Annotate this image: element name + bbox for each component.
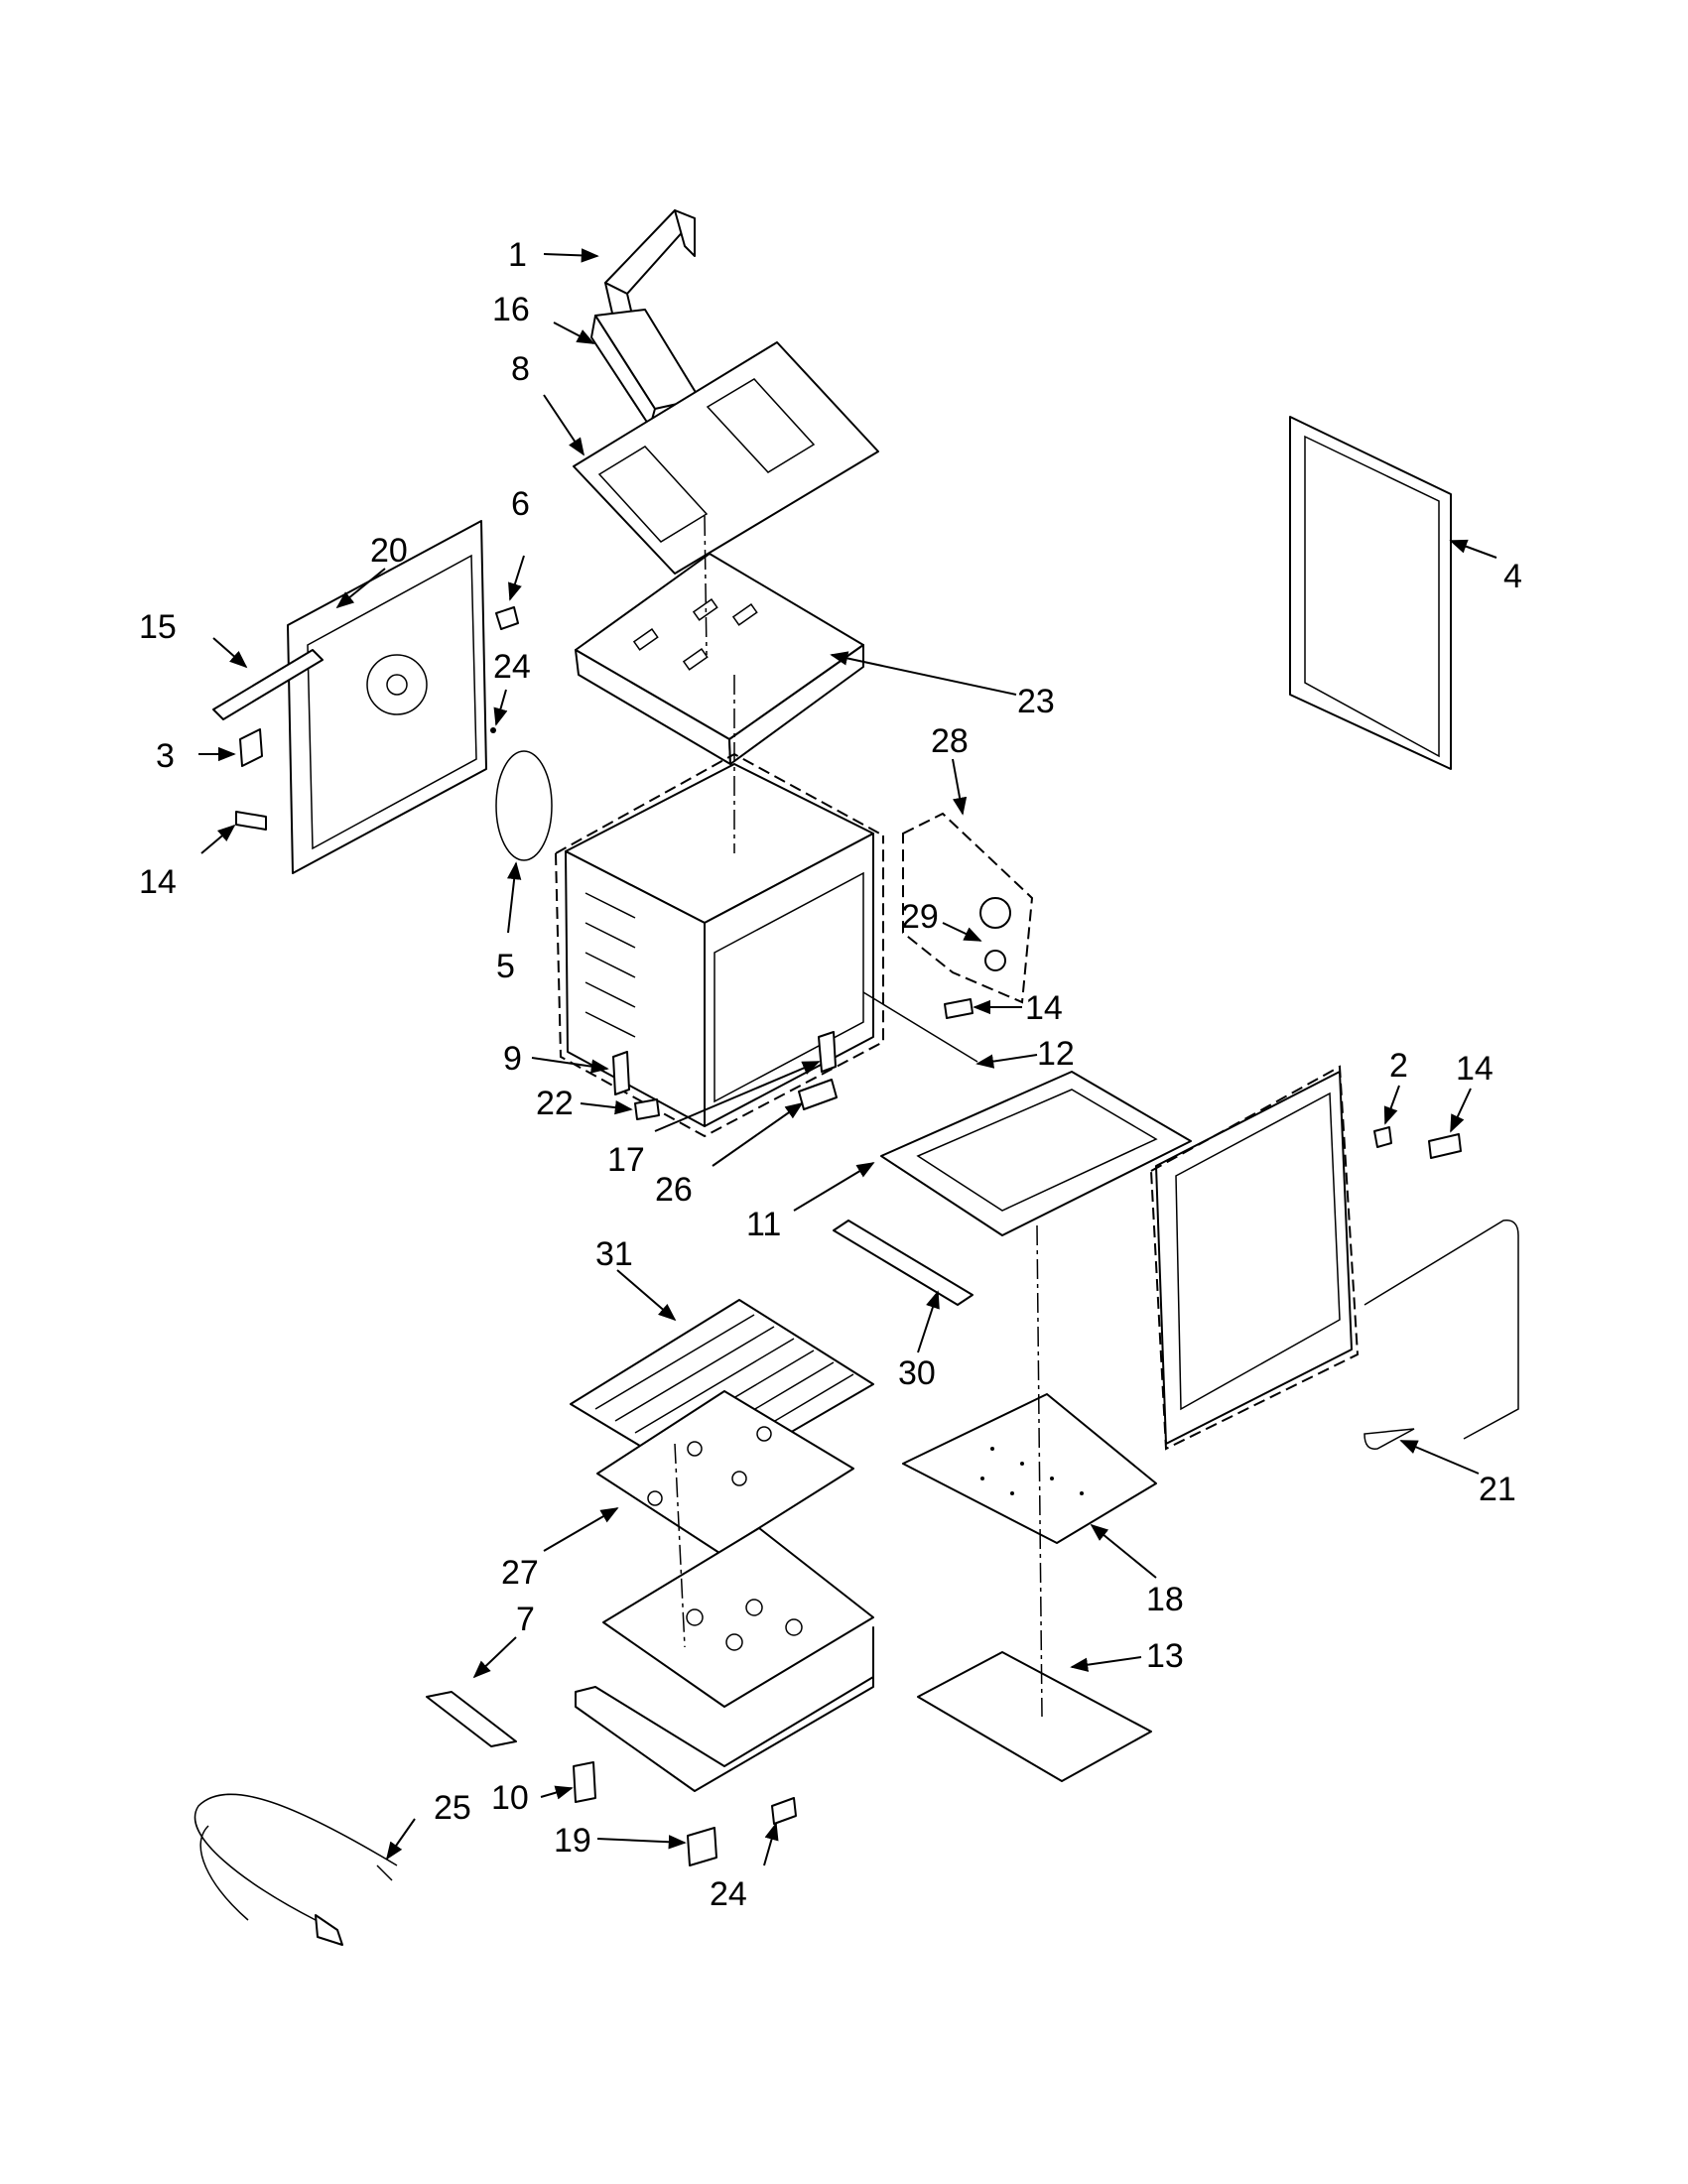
callout-18: 18 (1146, 1581, 1184, 1618)
lower-burner-assembly (575, 1527, 874, 1792)
callout-3: 3 (156, 737, 175, 775)
callout-labels: 1 16 8 6 20 15 3 14 24 23 28 5 29 4 14 1… (139, 236, 1522, 1913)
part-10-leveler (573, 1761, 596, 1803)
callout-26: 26 (655, 1171, 693, 1209)
part-14-screw-middle (944, 998, 974, 1019)
part-24-screw-top (490, 727, 496, 733)
callout-25: 25 (434, 1789, 471, 1827)
part-6-fitting (495, 606, 519, 630)
part-11-oven-bottom (880, 1071, 1192, 1236)
callout-10: 10 (491, 1779, 529, 1817)
part-21-door-gasket (1363, 1220, 1519, 1450)
part-19-valve (687, 1827, 717, 1866)
callout-27: 27 (501, 1554, 539, 1592)
callout-19: 19 (554, 1822, 591, 1860)
callout-15: 15 (139, 608, 177, 646)
part-12-sensor (862, 991, 978, 1063)
part-5-gasket (495, 750, 553, 861)
callout-8: 8 (511, 350, 530, 388)
callout-7: 7 (516, 1601, 535, 1638)
callout-30: 30 (898, 1354, 936, 1392)
callout-14-middle: 14 (1025, 989, 1063, 1027)
part-29-bulb (979, 897, 1011, 929)
callout-17: 17 (607, 1141, 645, 1179)
callout-24-bottom: 24 (710, 1875, 747, 1913)
part-23-burner-box (575, 553, 864, 765)
callout-14-right: 14 (1456, 1050, 1493, 1088)
part-14-screw-right (1428, 1133, 1462, 1159)
door-frame (1149, 1065, 1360, 1451)
oven-cavity (555, 752, 884, 1138)
part-2-roller (1373, 1126, 1392, 1148)
part-13-heat-shield (917, 1651, 1152, 1782)
callout-13: 13 (1146, 1637, 1184, 1675)
callout-31: 31 (595, 1235, 633, 1273)
part-14-screw-left (235, 811, 267, 831)
callout-23: 23 (1017, 683, 1055, 720)
callout-22: 22 (536, 1085, 574, 1122)
callout-9: 9 (503, 1040, 522, 1078)
part-15-bracket (212, 649, 324, 720)
callout-21: 21 (1479, 1471, 1516, 1508)
callout-29: 29 (901, 898, 939, 936)
part-26-bracket (798, 1079, 838, 1110)
callout-16: 16 (492, 291, 530, 328)
callout-12: 12 (1037, 1035, 1075, 1073)
part-30-bracket (833, 1220, 974, 1306)
part-3-bracket (239, 728, 263, 767)
callout-4: 4 (1503, 558, 1522, 595)
part-1-vent-trim (604, 209, 696, 328)
part-17-igniter (818, 1031, 837, 1073)
part-24-clip (771, 1797, 797, 1825)
part-22-screw (634, 1098, 660, 1120)
part-20-rear-panel (287, 520, 487, 874)
part-28-light-assembly (902, 812, 1034, 1004)
part-7-bracket (426, 1691, 517, 1747)
callout-2: 2 (1389, 1047, 1408, 1085)
callout-6: 6 (511, 485, 530, 523)
callout-24-top: 24 (493, 648, 531, 686)
callout-5: 5 (496, 948, 515, 985)
callout-1: 1 (508, 236, 527, 274)
callout-28: 28 (931, 722, 969, 760)
part-18-oven-floor (902, 1393, 1157, 1544)
callout-11: 11 (746, 1206, 781, 1243)
callout-20: 20 (370, 532, 408, 570)
callout-14-left: 14 (139, 863, 177, 901)
part-4-side-panel (1289, 416, 1452, 770)
part-8-top-panel (573, 341, 879, 575)
part-9-hinge (612, 1051, 630, 1095)
part-25-power-cord (194, 1793, 398, 1921)
